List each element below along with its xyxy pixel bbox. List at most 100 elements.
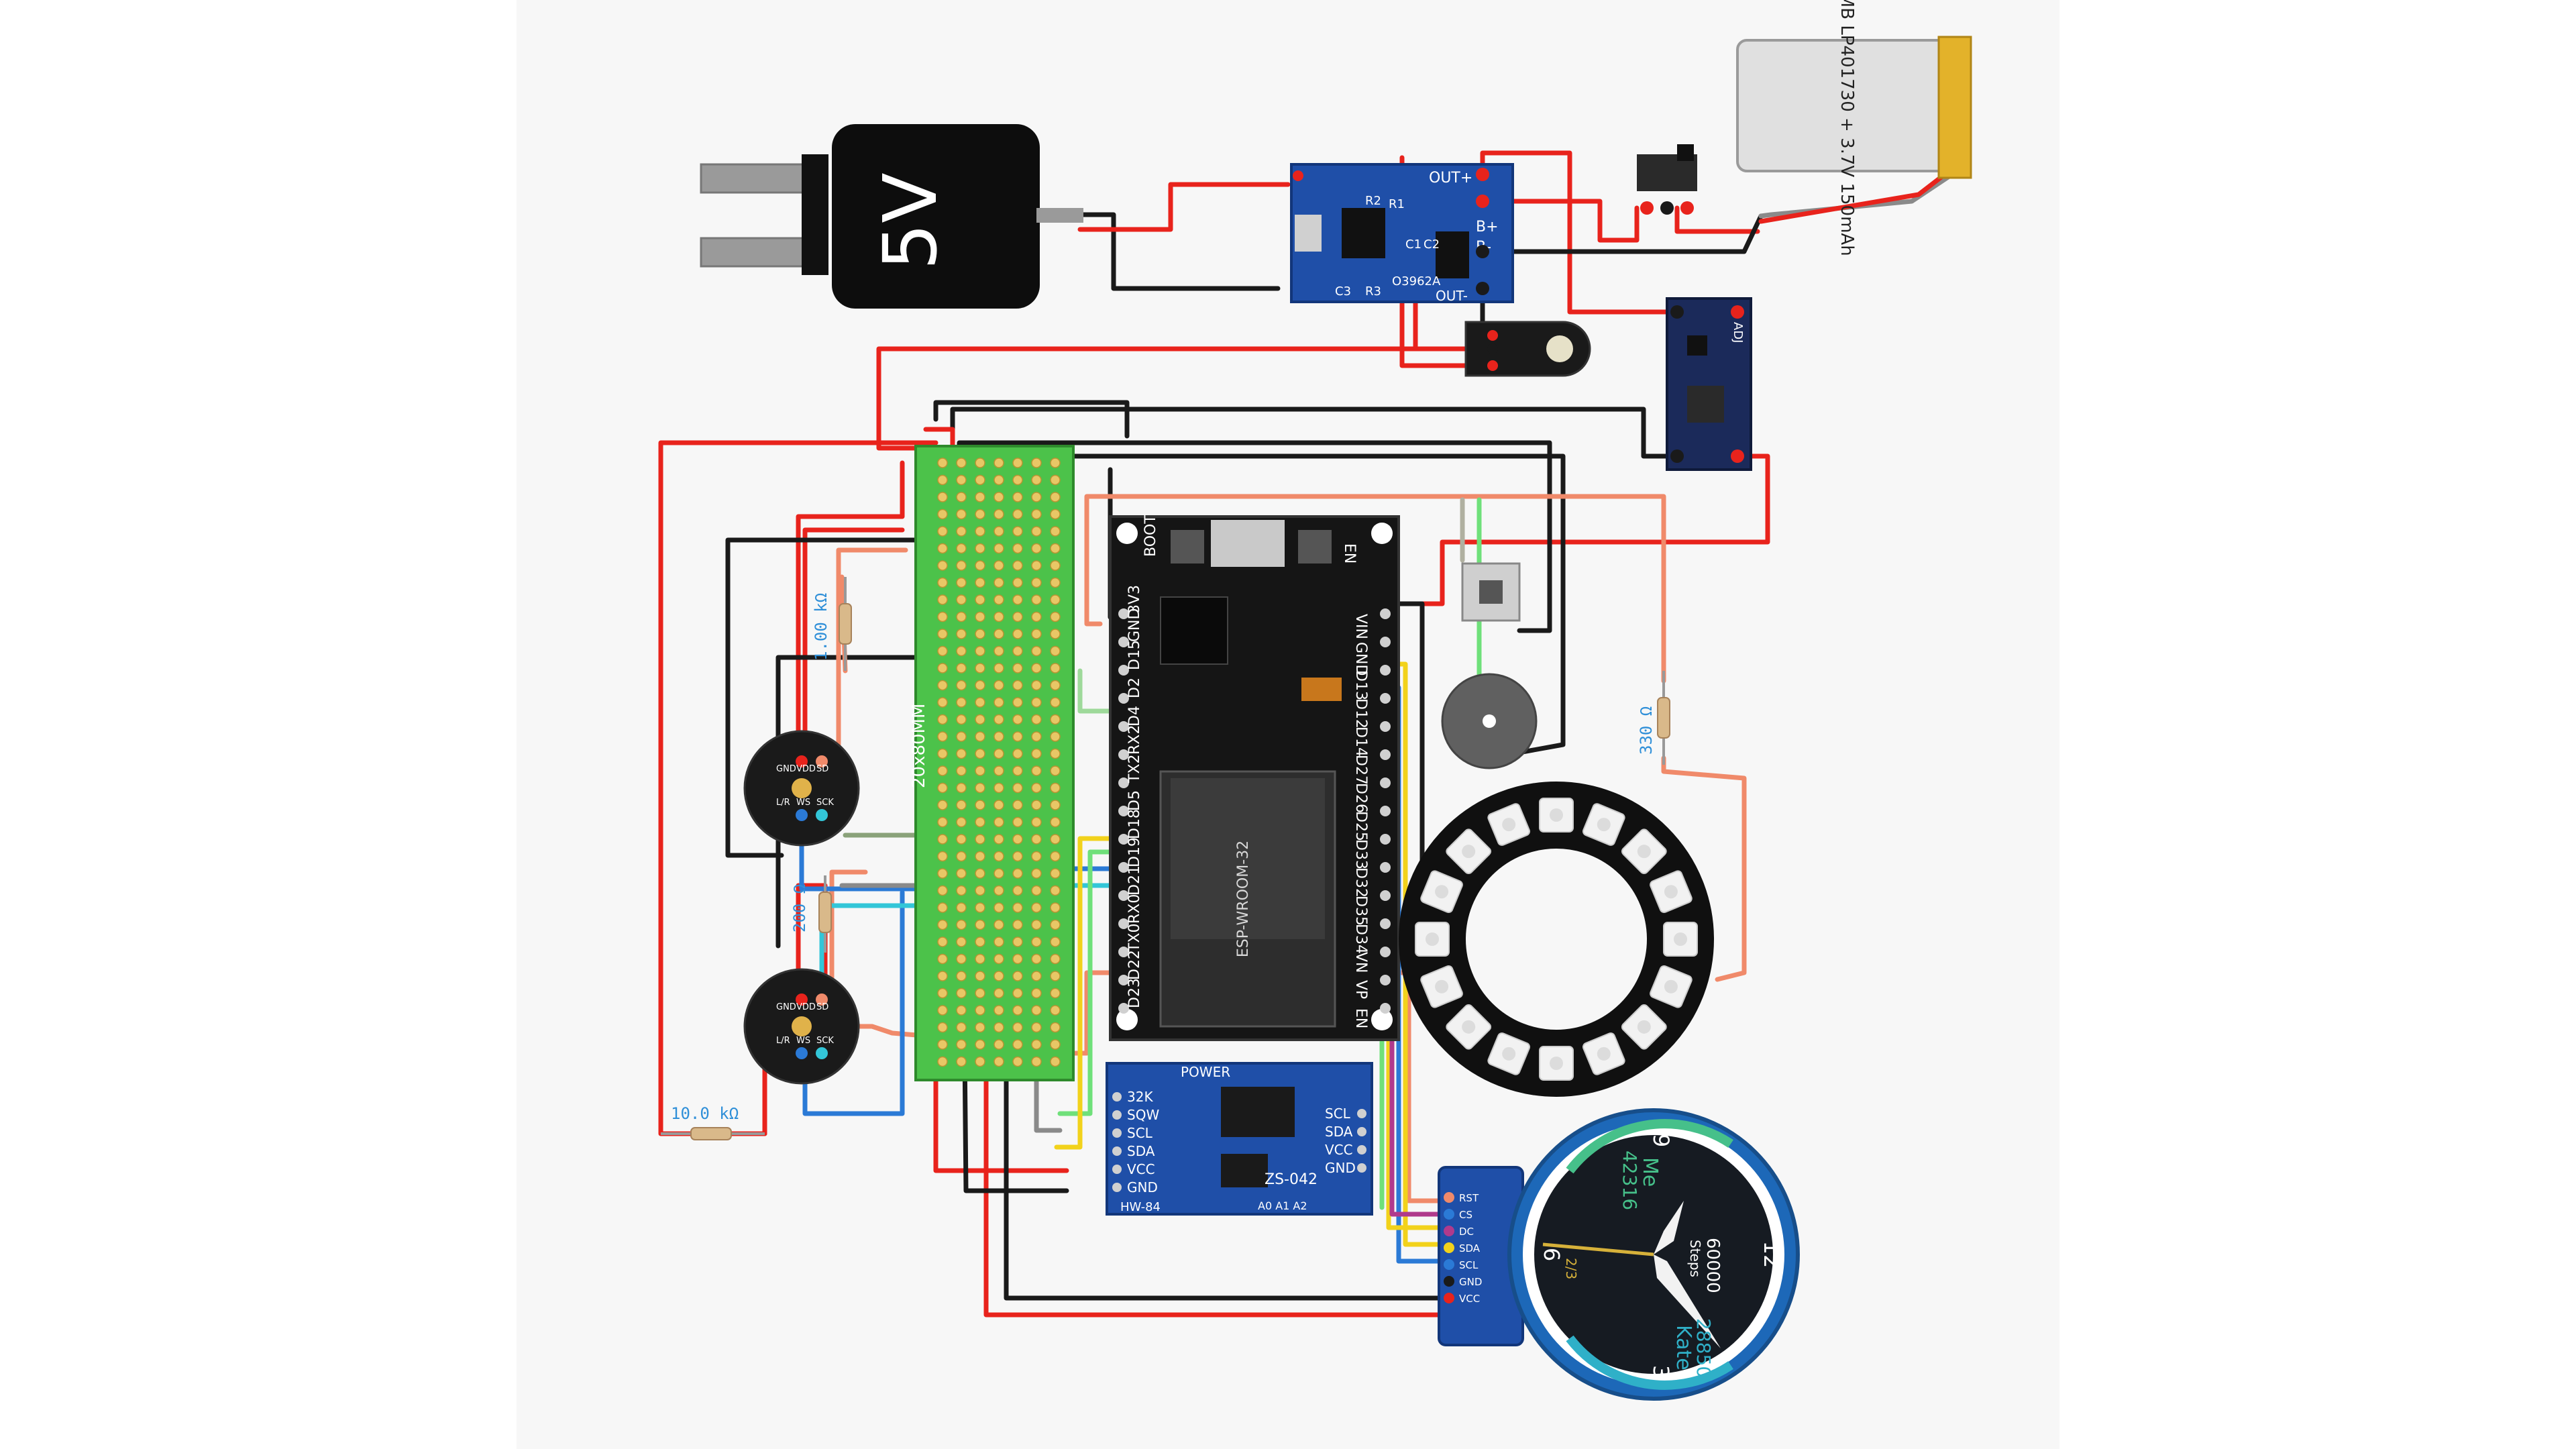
rtc-left-pin	[1112, 1146, 1122, 1156]
display-user-bottom: Kate	[1672, 1325, 1695, 1371]
esp32-en-button[interactable]	[1298, 530, 1332, 564]
perf-hole	[994, 765, 1004, 776]
perf-hole	[994, 594, 1004, 605]
perf-hole	[937, 508, 948, 520]
mic-pin-bottom-label: WS	[796, 798, 810, 808]
perf-hole	[994, 560, 1004, 571]
perf-hole	[1050, 868, 1061, 879]
display-pin-label: CS	[1459, 1209, 1472, 1221]
perf-hole	[1012, 834, 1023, 845]
perf-hole	[975, 816, 985, 828]
wire-yellow-rtc	[1054, 836, 1120, 1150]
rtc-left-pin	[1112, 1165, 1122, 1174]
charger-pin-out-plus: OUT+	[1429, 170, 1472, 186]
perf-hole	[1050, 577, 1061, 588]
perf-hole	[1031, 577, 1042, 588]
ring-leds	[1415, 798, 1698, 1081]
perf-hole	[956, 851, 967, 862]
resistor-10k: 10.0 kΩ	[661, 1104, 765, 1140]
esp32-pin-label: D2	[1126, 678, 1143, 698]
display-value-bottom: 28850	[1693, 1318, 1715, 1378]
wire-boost-red	[1386, 453, 1770, 606]
perf-hole	[956, 800, 967, 810]
wire-salmon-mic2	[829, 869, 868, 989]
perf-hole	[1012, 987, 1023, 999]
display-hand-1	[1654, 1201, 1684, 1254]
display-pin-label: SCL	[1459, 1259, 1479, 1271]
rtc-right-pin	[1357, 1145, 1366, 1155]
display-hand-2	[1654, 1254, 1721, 1348]
perf-hole	[975, 508, 985, 520]
resistor-1k: 1.00 kΩ	[812, 577, 852, 671]
perf-hole	[1050, 1039, 1061, 1050]
perf-hole	[975, 765, 985, 776]
perf-hole	[937, 1056, 948, 1067]
perf-hole	[1050, 714, 1061, 725]
perf-hole	[1031, 987, 1042, 999]
perf-hole	[1050, 474, 1061, 486]
perf-hole	[1050, 987, 1061, 999]
esp32-pin-label: D32	[1352, 867, 1369, 898]
rtc-left-pin-label: SDA	[1127, 1143, 1155, 1159]
perf-hole	[975, 987, 985, 999]
button-cap[interactable]	[1479, 580, 1503, 604]
rtc-right-pin	[1357, 1163, 1366, 1173]
perf-hole	[1031, 697, 1042, 708]
esp32-boot-button[interactable]	[1171, 530, 1204, 564]
perf-hole	[994, 936, 1004, 947]
esp32-pin	[1380, 918, 1391, 929]
perf-hole	[994, 526, 1004, 537]
wire-green-rtc	[1057, 849, 1120, 1116]
perf-hole	[1050, 953, 1061, 965]
perf-hole	[1031, 919, 1042, 930]
perf-hole	[956, 508, 967, 520]
perf-hole	[994, 611, 1004, 623]
perf-hole	[994, 1005, 1004, 1016]
mic-pin-top-label: GND	[776, 1002, 796, 1012]
perf-hole	[1050, 1005, 1061, 1016]
perf-hole	[1050, 1022, 1061, 1033]
perf-hole	[1031, 1056, 1042, 1067]
switch-pin-2	[1660, 201, 1674, 215]
perf-hole	[956, 663, 967, 674]
perf-hole	[1031, 834, 1042, 845]
mic-pin-bottom-label: L/R	[776, 1036, 790, 1046]
mic1-port	[792, 778, 812, 798]
mic-pin-top	[796, 755, 808, 767]
boost-pin-in-plus	[1731, 305, 1744, 319]
rtc-left-pin	[1112, 1183, 1122, 1192]
esp32-pin	[1118, 608, 1129, 619]
esp32-pin-label: D27	[1352, 755, 1369, 785]
perf-hole	[956, 816, 967, 828]
ring-led-core	[1502, 1046, 1516, 1061]
esp32-pin-label: VN	[1352, 952, 1369, 973]
esp32-module-text: ESP-WROOM-32	[1235, 841, 1252, 957]
perf-hole	[1012, 748, 1023, 759]
boost-chip	[1687, 335, 1707, 356]
buzzer	[1441, 673, 1538, 769]
perf-hole	[975, 645, 985, 657]
charger-module: OUT+ B+ B- OUT- R2 R1 C1 C2 C3 R3 O3962A	[1290, 163, 1514, 304]
perf-hole	[975, 577, 985, 588]
perf-hole	[1050, 560, 1061, 571]
perf-hole	[1031, 748, 1042, 759]
perf-hole	[1031, 731, 1042, 742]
ring-led-core	[1674, 932, 1687, 946]
rtc-right-pin-label: VCC	[1325, 1142, 1353, 1158]
perf-hole	[937, 748, 948, 759]
perf-hole	[1050, 697, 1061, 708]
display-pin	[1444, 1242, 1454, 1253]
perf-hole	[937, 731, 948, 742]
perf-hole	[937, 1005, 948, 1016]
power-adapter: 5V	[700, 124, 1083, 309]
wire-charger-out-red	[1480, 150, 1690, 315]
perf-hole	[1031, 680, 1042, 691]
perf-hole	[956, 594, 967, 605]
perf-hole	[975, 492, 985, 502]
perf-hole	[1031, 953, 1042, 965]
perf-hole	[1050, 919, 1061, 930]
perf-hole	[937, 868, 948, 879]
charger-chip-1	[1342, 208, 1385, 258]
ring-led-core	[1435, 979, 1449, 994]
